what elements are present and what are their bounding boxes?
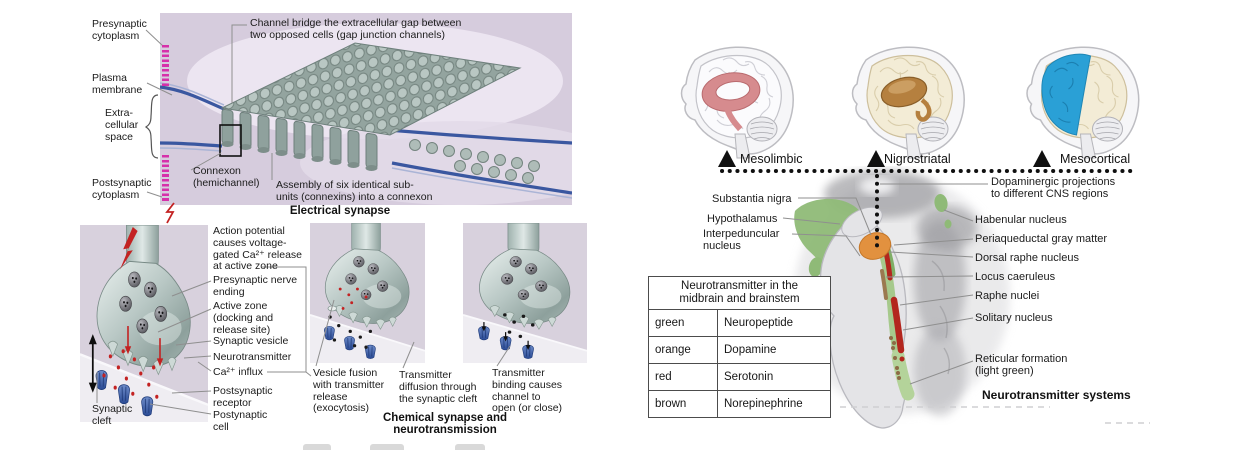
neurotransmitter-dots-red bbox=[338, 287, 368, 310]
label-mesocortical: Mesocortical bbox=[1060, 152, 1131, 166]
label-solitary-nucleus: Solitary nucleus bbox=[975, 312, 1053, 324]
cleft-double-arrow bbox=[88, 334, 97, 393]
caption-chemical-synapse: Chemical synapse and neurotransmission bbox=[383, 412, 507, 436]
label-interpeduncular-nucleus: Interpeduncular nucleus bbox=[703, 228, 780, 253]
mesocortical-arrow-marker bbox=[1033, 150, 1051, 167]
raphe-nuclei-strip bbox=[890, 296, 905, 354]
legend-color-cell: orange bbox=[648, 336, 718, 364]
action-potential-zigzag bbox=[165, 202, 175, 224]
label-reticular-formation: Reticular formation (light green) bbox=[975, 353, 1068, 378]
legend-transmitter-cell: Dopamine bbox=[717, 336, 831, 364]
connexon-columns bbox=[221, 108, 378, 171]
label-locus-caeruleus: Locus caeruleus bbox=[975, 271, 1056, 283]
cutoff-element bbox=[455, 444, 485, 450]
lower-channel-rows bbox=[409, 139, 540, 184]
lightning-bolt-icon bbox=[120, 227, 138, 270]
label-neurotransmitter: Neurotransmitter bbox=[213, 351, 292, 363]
presynaptic-membrane-strip bbox=[162, 45, 169, 86]
brain-mesolimbic-illustration bbox=[680, 46, 794, 159]
legend-transmitter-cell: Norepinephrine bbox=[717, 390, 831, 418]
legend-color-cell: red bbox=[648, 363, 718, 391]
neurotransmitter-dots-red bbox=[102, 349, 159, 399]
label-mesolimbic: Mesolimbic bbox=[740, 152, 803, 166]
label-hypothalamus: Hypothalamus bbox=[707, 213, 778, 225]
limbic-system-highlight bbox=[701, 72, 761, 132]
label-periaqueductal-gray: Periaqueductal gray matter bbox=[975, 233, 1108, 245]
chemical-synapse-step2 bbox=[310, 223, 425, 363]
chemical-synapse-step3 bbox=[463, 223, 587, 363]
label-extracellular-space: Extra- cellular space bbox=[105, 107, 139, 143]
table-header: Neurotransmitter in the midbrain and bra… bbox=[648, 276, 831, 310]
label-nigrostriatal: Nigrostriatal bbox=[884, 152, 951, 166]
table-header-row: Neurotransmitter in the midbrain and bra… bbox=[648, 276, 831, 310]
binding-arrows bbox=[481, 322, 531, 351]
label-channel-bridge: Channel bridge the extracellular gap bet… bbox=[250, 17, 462, 41]
cutoff-element bbox=[370, 444, 404, 450]
label-postsynaptic-receptor: Postsynaptic receptor bbox=[213, 385, 273, 409]
label-synaptic-cleft: Synaptic cleft bbox=[92, 403, 133, 427]
fusing-vesicle bbox=[327, 305, 337, 312]
label-active-zone: Active zone (docking and release site) bbox=[213, 300, 274, 336]
legend-color-cell: brown bbox=[648, 390, 718, 418]
brain-mesocortical-illustration bbox=[1026, 46, 1140, 159]
chemical-synapse-step1 bbox=[80, 225, 208, 422]
label-transmitter-binding: Transmitter binding causes channel to op… bbox=[492, 367, 563, 415]
striatum-highlight bbox=[880, 76, 932, 122]
label-raphe-nuclei: Raphe nuclei bbox=[975, 290, 1040, 302]
label-ca-influx: Ca²⁺ influx bbox=[213, 366, 263, 378]
caption-neurotransmitter-systems: Neurotransmitter systems bbox=[982, 388, 1131, 402]
mesolimbic-arrow-marker bbox=[718, 150, 736, 167]
legend-transmitter-cell: Serotonin bbox=[717, 363, 831, 391]
locus-caeruleus-strip bbox=[880, 269, 888, 300]
postsynaptic-membrane-strip bbox=[162, 155, 169, 202]
nigrostriatal-arrow-marker bbox=[867, 150, 885, 167]
habenular-nucleus-region bbox=[934, 194, 948, 212]
gap-junction-plaque bbox=[220, 42, 522, 136]
legend-color-cell: green bbox=[648, 309, 718, 337]
label-plasma-membrane: Plasma membrane bbox=[92, 72, 143, 96]
brain-nigrostriatal-illustration bbox=[851, 46, 965, 159]
caption-electrical-synapse: Electrical synapse bbox=[289, 205, 391, 217]
legend-transmitter-cell: Neuropeptide bbox=[717, 309, 831, 337]
label-dopaminergic-projections: Dopaminergic projections to different CN… bbox=[991, 176, 1116, 201]
electrical-synapse-illustration bbox=[160, 13, 572, 205]
label-presynaptic-nerve-ending: Presynaptic nerve ending bbox=[213, 274, 298, 298]
label-vesicle-fusion: Vesicle fusion with transmitter release … bbox=[313, 367, 385, 415]
calcium-arrows bbox=[124, 326, 164, 367]
transmitter-dots-black bbox=[503, 313, 535, 339]
label-substantia-nigra: Substantia nigra bbox=[712, 193, 792, 205]
connexon-highlight-box bbox=[219, 124, 242, 157]
label-habenular-nucleus: Habenular nucleus bbox=[975, 214, 1067, 226]
label-transmitter-diffusion: Transmitter diffusion through the synapt… bbox=[399, 369, 478, 405]
label-postsynaptic-cytoplasm: Postsynaptic cytoplasm bbox=[92, 177, 152, 201]
transmitter-dots-black bbox=[328, 315, 373, 349]
label-dorsal-raphe-nucleus: Dorsal raphe nucleus bbox=[975, 252, 1079, 264]
label-connexon: Connexon (hemichannel) bbox=[193, 165, 260, 189]
label-action-potential: Action potential causes voltage- gated C… bbox=[213, 225, 303, 273]
label-assembly-connexins: Assembly of six identical sub- units (co… bbox=[276, 179, 433, 203]
label-presynaptic-cytoplasm: Presynaptic cytoplasm bbox=[92, 18, 147, 42]
norepinephrine-dots bbox=[889, 336, 901, 380]
prefrontal-cortex-highlight bbox=[1041, 53, 1092, 136]
cutoff-element bbox=[303, 444, 331, 450]
label-synaptic-vesicle: Synaptic vesicle bbox=[213, 335, 289, 347]
neurotransmitter-legend-table: Neurotransmitter in the midbrain and bra… bbox=[648, 276, 831, 418]
label-postsynaptic-cell: Postynaptic cell bbox=[213, 409, 268, 433]
